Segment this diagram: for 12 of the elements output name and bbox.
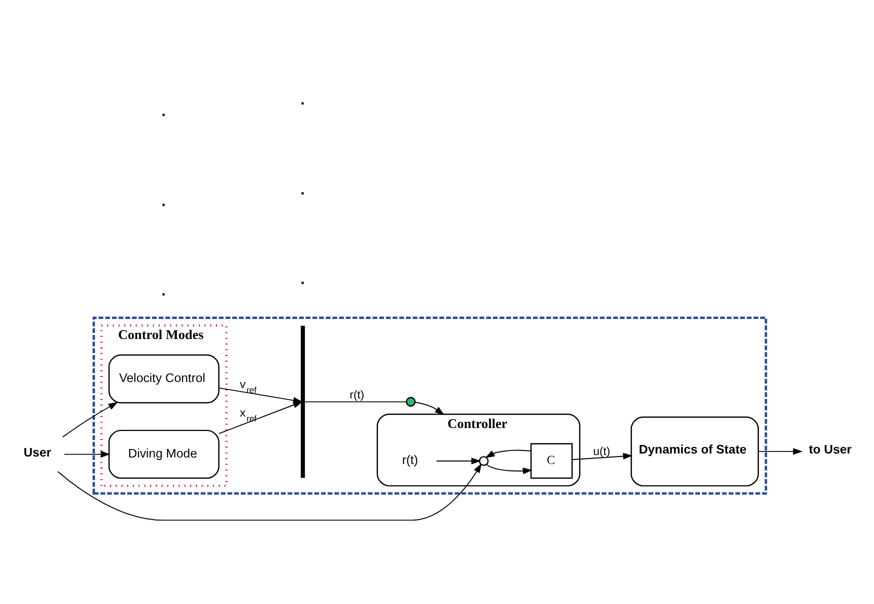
edge-label: r(t): [350, 389, 364, 402]
node-text: to User: [808, 442, 852, 456]
edge-label: u(t): [593, 445, 610, 458]
label: .: [300, 91, 305, 108]
label: .: [300, 180, 305, 198]
edge-label: v$_{ref}$: [240, 378, 257, 395]
label: .: [162, 282, 166, 300]
label: .: [300, 270, 305, 288]
label: .: [162, 102, 166, 120]
node-text: User: [24, 445, 52, 460]
node-text: r(t): [402, 452, 418, 467]
label: .: [162, 192, 166, 210]
